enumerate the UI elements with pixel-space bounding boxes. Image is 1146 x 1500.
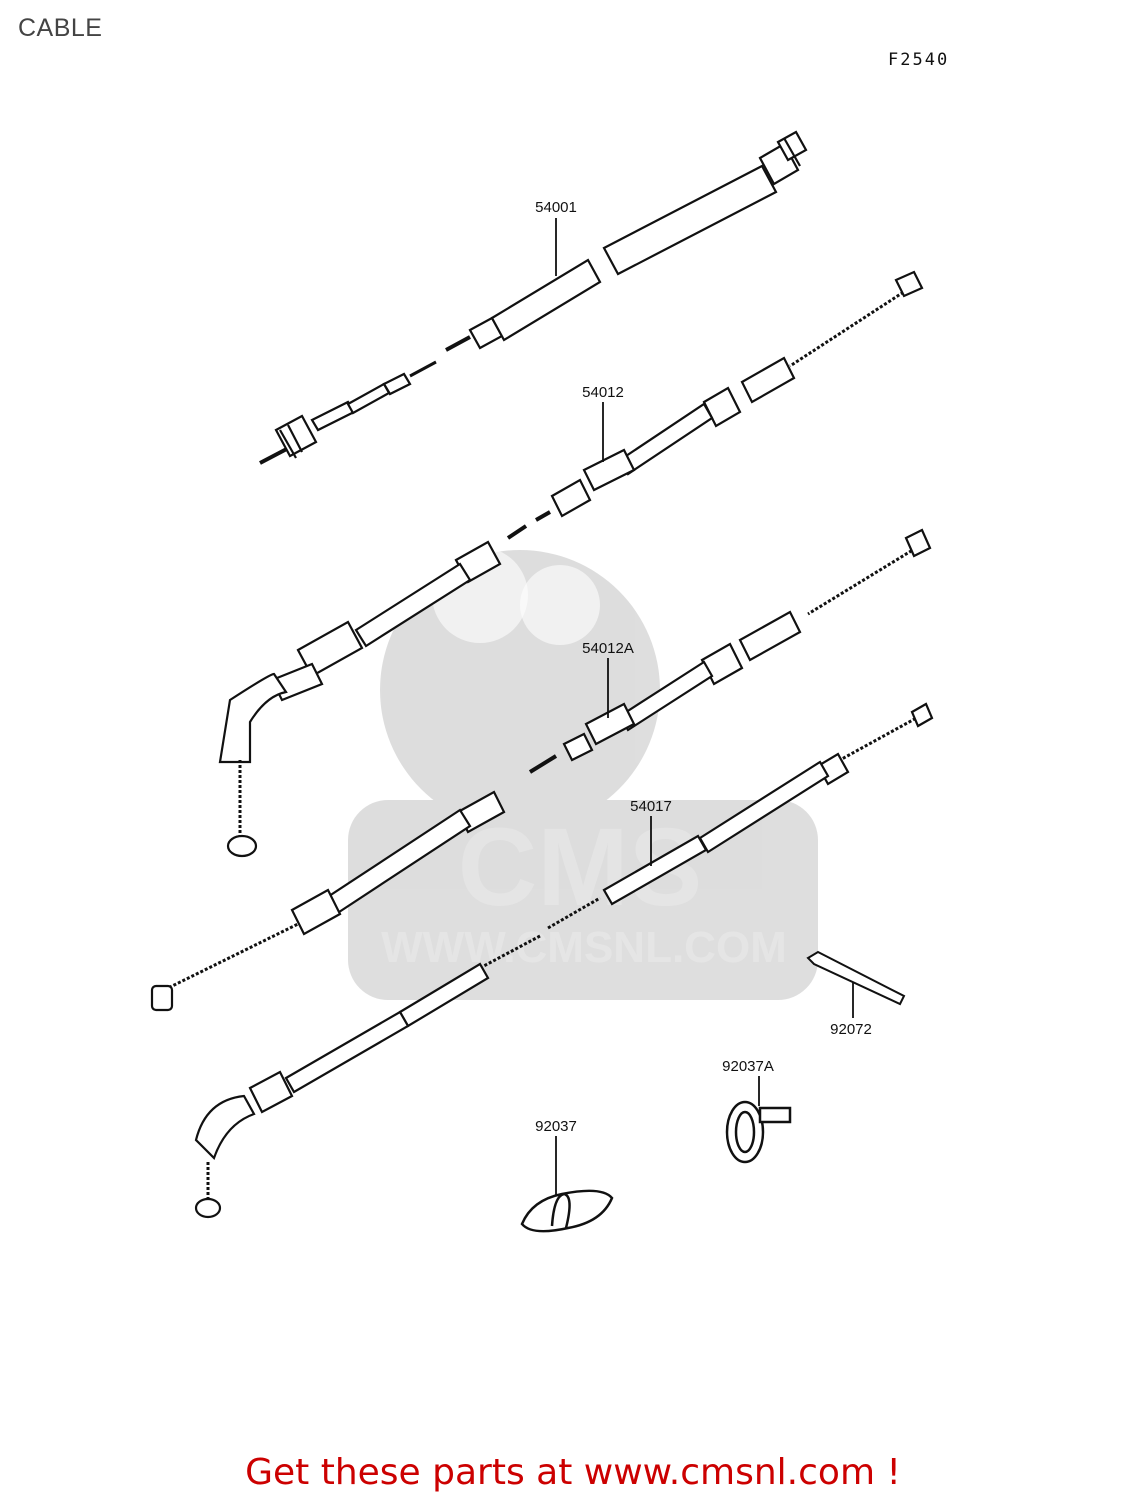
part-label-92037A: 92037A: [722, 1058, 774, 1075]
part-labels: 54001 54012 54012A 54017 92072 92037A 92…: [535, 199, 872, 1135]
diagram-title: CABLE: [18, 14, 103, 42]
part-label-54017: 54017: [630, 798, 672, 815]
cable-54012: [218, 270, 924, 858]
part-label-54012: 54012: [582, 384, 624, 401]
part-label-54012A: 54012A: [582, 640, 634, 657]
cable-tie-92072: [806, 950, 906, 1006]
figure-code: F2540: [888, 50, 950, 70]
cable-54017: [194, 702, 934, 1219]
footer-link[interactable]: Get these parts at www.cmsnl.com !: [245, 1452, 901, 1493]
part-label-54001: 54001: [535, 199, 577, 216]
part-label-92072: 92072: [830, 1021, 872, 1038]
clip-92037: [520, 1189, 614, 1233]
watermark-url-text: WWW.CMSNL.COM: [381, 923, 787, 972]
part-label-92037: 92037: [535, 1118, 577, 1135]
cable-54001: [259, 130, 808, 465]
clamp-92037A: [725, 1100, 792, 1164]
leader-lines: [555, 218, 854, 1196]
cable-54012A: [150, 528, 932, 1012]
